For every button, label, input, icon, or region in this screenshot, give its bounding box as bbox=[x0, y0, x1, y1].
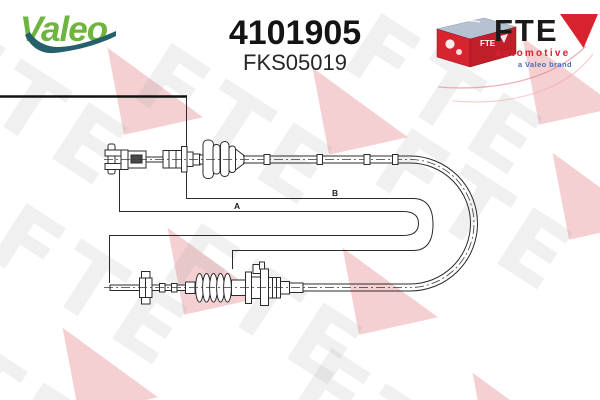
fte-flag-icon bbox=[560, 14, 598, 48]
dimension-lines bbox=[0, 95, 434, 283]
fte-box-label: FTE bbox=[480, 39, 496, 48]
fte-box-illustration: FTE bbox=[435, 17, 518, 68]
fte-logo-subtitle: automotive bbox=[495, 48, 571, 59]
reference-number: FKS05019 bbox=[243, 50, 347, 75]
valeo-logo: Valeo bbox=[18, 8, 128, 60]
fte-logo: FTE automotive a Valeo brand bbox=[492, 13, 598, 71]
valeo-swoosh-icon bbox=[25, 31, 116, 54]
dimension-label-a: A bbox=[234, 201, 240, 211]
centerlines bbox=[104, 159, 475, 288]
watermark-swoosh bbox=[437, 45, 594, 103]
dimension-label-b: B bbox=[332, 188, 338, 198]
fte-logo-tagline: a Valeo brand bbox=[518, 60, 572, 69]
sheath-ferrules bbox=[263, 154, 399, 165]
part-number: 4101905 bbox=[228, 14, 362, 52]
cable-sheath bbox=[243, 155, 478, 292]
fte-logo-text: FTE bbox=[494, 13, 559, 48]
